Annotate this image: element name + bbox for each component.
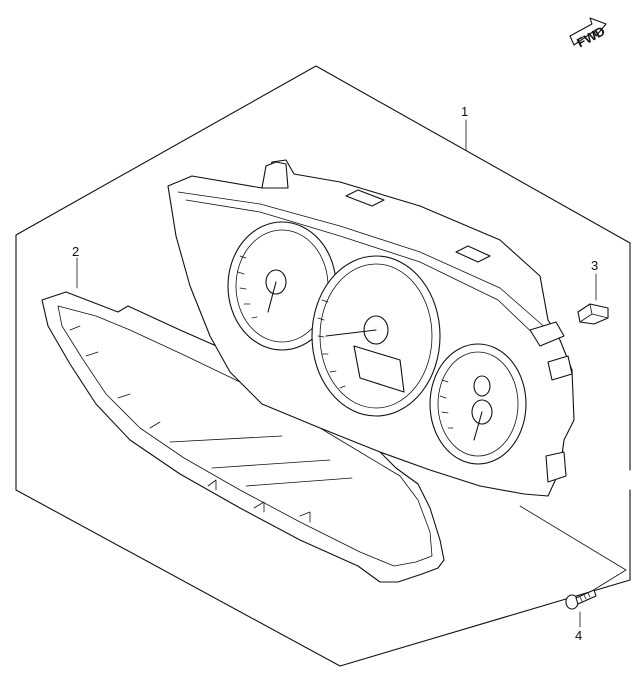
instrument-cluster-part-1 xyxy=(167,159,575,497)
callout-2: 2 xyxy=(72,244,79,259)
callout-3: 3 xyxy=(591,258,598,273)
callout-4: 4 xyxy=(575,628,582,643)
bezel-frame-part-2 xyxy=(41,291,445,583)
fwd-arrow-icon: FWD xyxy=(569,17,607,50)
screw-part-4 xyxy=(565,589,597,610)
assembly-boundary xyxy=(15,65,631,667)
leader-lines xyxy=(76,119,627,628)
fwd-label: FWD xyxy=(574,23,607,50)
callout-1: 1 xyxy=(461,104,468,119)
connector-part-3 xyxy=(577,303,609,325)
